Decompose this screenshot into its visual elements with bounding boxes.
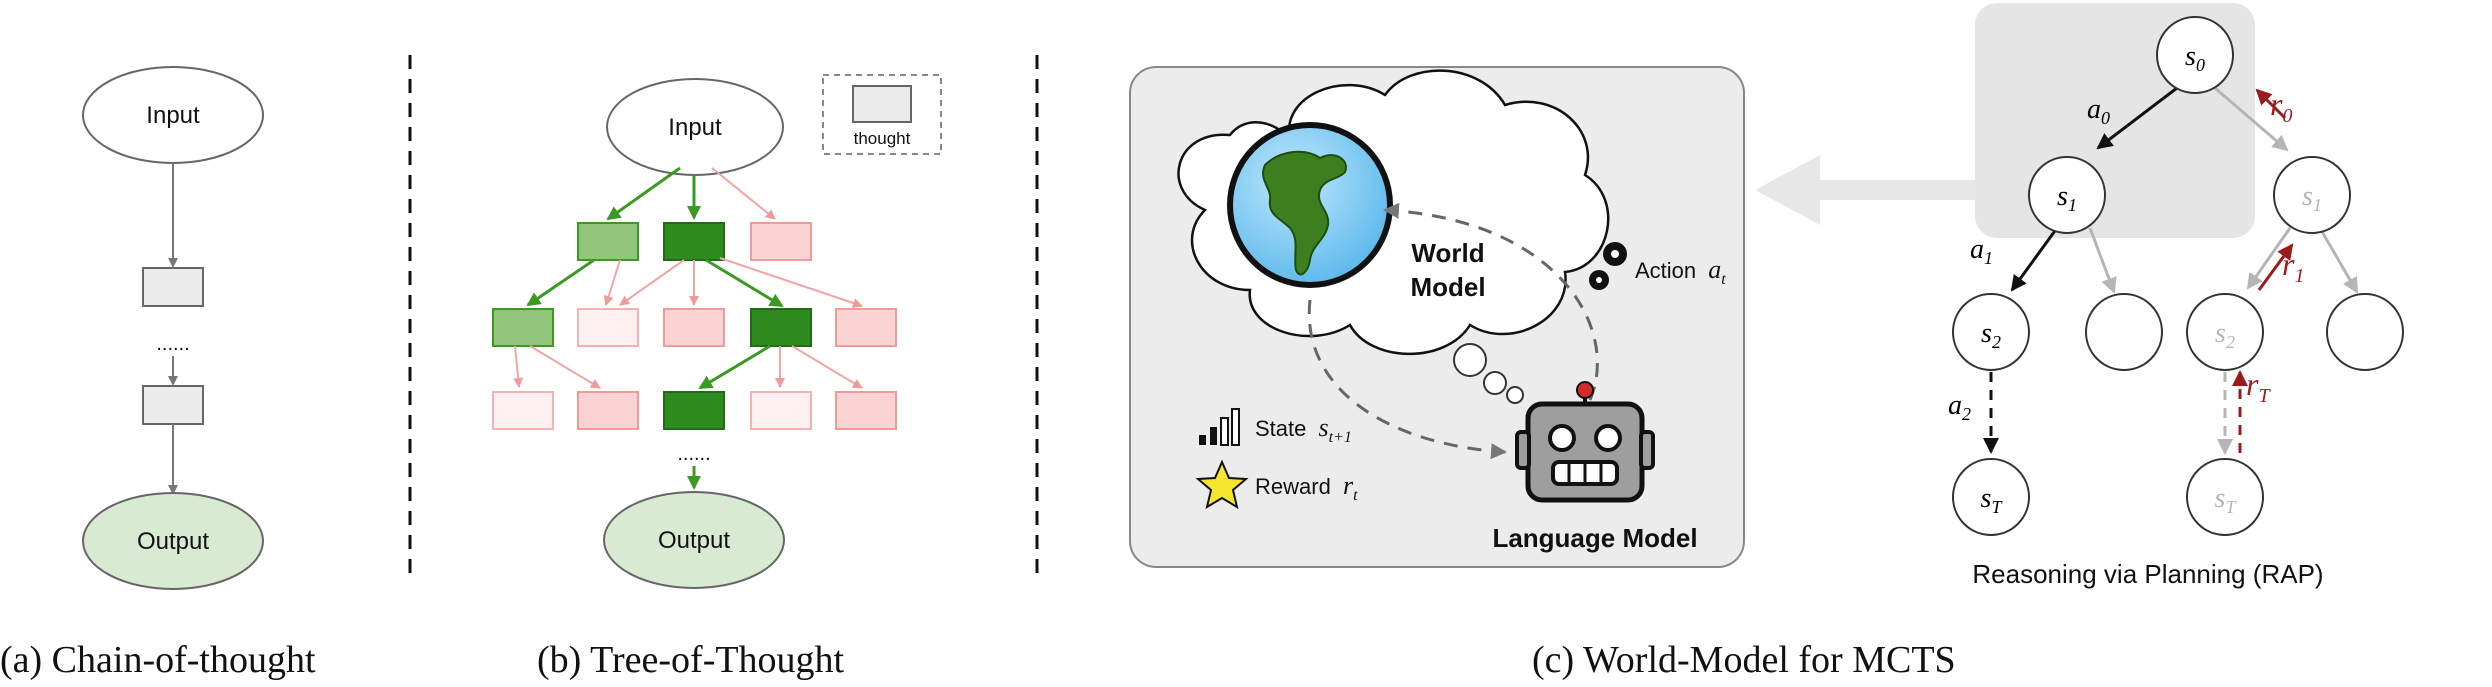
tot-caption: (b) Tree-of-Thought [537,639,845,681]
tot-thought-l1-b [663,222,725,261]
reward-label: Reward rt [1255,471,1358,504]
tot-edge [526,258,595,307]
tot-thought-l2-e [835,308,897,347]
tot-edge [711,167,776,220]
rap-node-right1-child [2326,293,2404,371]
tot-thought-l2-b [577,308,639,347]
rap-node-rightT [2186,458,2264,536]
rap-node-right1 [2273,156,2351,234]
robot-icon [1515,381,1655,503]
reward-r0-arrow [2255,88,2287,120]
tot-edge [513,345,524,388]
tot-thought-l3-a [492,391,554,430]
tot-thought-l1-c [750,222,812,261]
edge-left1-child [2088,227,2117,294]
rap-node-right2 [2186,293,2264,371]
rap-node-leftT-label: sT [1981,483,2004,517]
action-arrow [1383,202,1599,401]
tot-thought-l1-a [577,222,639,261]
rap-node-left1 [2028,156,2106,234]
world-model-title-line2: Model [1410,272,1485,302]
tot-thought-l3-e [835,391,897,430]
edge-a1-label: a1 [1970,234,1993,268]
chain-of-thought-diagram: Input ...... Output (a) Chain-of-thought [0,66,316,681]
signal-bars-icon [1199,408,1240,446]
tot-thought-l2-d [750,308,812,347]
world-model-panel: World Model Action at State st+1 [1129,66,1745,568]
reward-rT-label: rT [2246,366,2271,407]
rap-node-right1-label: s1 [2302,181,2322,215]
world-model-caption: (c) World-Model for MCTS [1532,639,1956,681]
rap-to-world-model-arrow [1755,155,1975,225]
edge-right1-left [2246,227,2292,290]
action-label: Action at [1635,255,1726,288]
cot-output-label: Output [137,528,209,555]
rap-node-leftT [1952,458,2030,536]
tot-legend-thought-swatch [852,85,912,123]
tot-thought-l3-c [663,391,725,430]
reward-r1-label: r1 [2282,246,2304,287]
cot-caption: (a) Chain-of-thought [0,639,316,681]
rap-title: Reasoning via Planning (RAP) [1972,559,2323,589]
rap-tree: s0 s1 s1 s2 s2 sT sT a0 a1 a2 r0 r1 rT R… [1948,3,2404,589]
thought-bubble-large [1453,343,1487,377]
rap-node-rightT-label: sT [2215,483,2238,517]
cot-ellipsis: ...... [156,333,189,355]
tot-ellipsis: ...... [677,443,710,465]
tot-output-label: Output [658,527,730,554]
tot-edge [603,259,621,306]
rap-node-left2 [1952,293,2030,371]
cot-output-node [82,492,264,590]
cot-input-label: Input [146,102,200,129]
reward-r1-arrow [2257,243,2294,291]
rap-node-left2-label: s2 [1981,318,2001,352]
tree-of-thought-diagram: Input thought [492,74,942,681]
gears-icon [1589,242,1627,290]
tot-thought-l2-a [492,308,554,347]
edge-a2-label: a2 [1948,390,1971,424]
tot-edge [606,166,681,221]
star-icon [1195,459,1249,510]
tot-edge [719,257,863,308]
cot-thought-step-2 [142,385,204,425]
tot-input-label: Input [668,114,722,141]
edge-root-right1 [2214,86,2289,152]
language-model-label: Language Model [1492,523,1697,553]
tot-edge [529,345,601,389]
tot-edge [705,258,784,308]
rap-node-right2-label: s2 [2215,318,2235,352]
tot-thought-l3-b [577,391,639,430]
world-model-title-line1: World [1411,238,1484,268]
tot-edge [619,259,685,306]
thought-bubble-medium [1483,371,1507,395]
rap-node-left1-label: s1 [2057,181,2077,215]
state-reward-arrow [1307,299,1507,460]
edge-a1 [2010,227,2059,292]
tot-thought-l2-c [663,308,725,347]
edge-a0-label: a0 [2087,94,2110,128]
reward-r0-label: r0 [2270,86,2292,127]
tot-edge [698,344,771,390]
tot-thought-l3-d [750,391,812,430]
globe-continent [1262,150,1347,276]
edge-right1-right [2318,227,2359,294]
tot-legend-label: thought [854,129,911,148]
state-label: State st+1 [1255,413,1352,446]
rap-node-root [2156,16,2234,94]
edge-a0 [2096,86,2178,150]
tot-edge [791,345,863,389]
rap-node-left1-child [2085,293,2163,371]
tot-output-node [603,491,785,589]
cot-thought-step-1 [142,267,204,307]
thought-bubble-small [1506,386,1524,404]
rap-node-root-label: s0 [2185,41,2205,75]
